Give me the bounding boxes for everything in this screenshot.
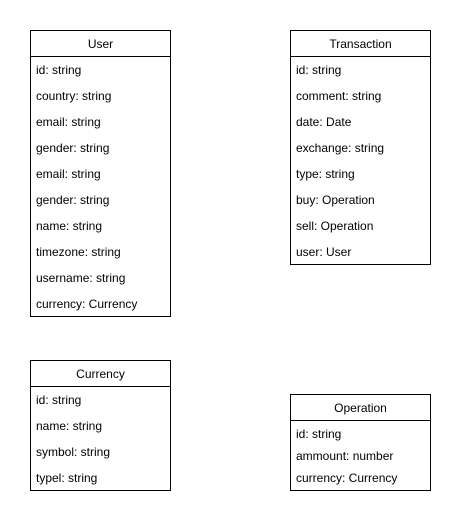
entity-user[interactable]: User id: string country: string email: s… xyxy=(30,30,171,317)
entity-field[interactable]: type: string xyxy=(296,167,355,181)
entity-field[interactable]: id: string xyxy=(296,427,342,441)
entity-field[interactable]: date: Date xyxy=(296,115,352,129)
entity-fields: id: string ammount: number currency: Cur… xyxy=(291,421,430,489)
entity-field[interactable]: id: string xyxy=(36,393,82,407)
entity-title: Currency xyxy=(31,361,170,387)
entity-field[interactable]: comment: string xyxy=(296,89,382,103)
entity-transaction[interactable]: Transaction id: string comment: string d… xyxy=(290,30,431,265)
entity-currency[interactable]: Currency id: string name: string symbol:… xyxy=(30,360,171,491)
entity-field[interactable]: exchange: string xyxy=(296,141,385,155)
entity-field[interactable]: name: string xyxy=(36,419,103,433)
entity-field[interactable]: buy: Operation xyxy=(296,193,375,207)
entity-field[interactable]: country: string xyxy=(36,89,112,103)
entity-field[interactable]: user: User xyxy=(296,245,352,259)
entity-field[interactable]: email: string xyxy=(36,167,101,181)
entity-field[interactable]: sell: Operation xyxy=(296,219,374,233)
entity-field[interactable]: gender: string xyxy=(36,141,110,155)
entity-field[interactable]: gender: string xyxy=(36,193,110,207)
entity-fields: id: string country: string email: string… xyxy=(31,57,170,317)
entity-operation[interactable]: Operation id: string ammount: number cur… xyxy=(290,394,431,491)
entity-field[interactable]: ammount: number xyxy=(296,449,394,463)
entity-field[interactable]: username: string xyxy=(36,271,126,285)
entity-title: User xyxy=(31,31,170,57)
entity-title: Operation xyxy=(291,395,430,421)
entity-field[interactable]: typel: string xyxy=(36,471,98,485)
entity-field[interactable]: name: string xyxy=(36,219,103,233)
entity-field[interactable]: timezone: string xyxy=(36,245,121,259)
entity-fields: id: string comment: string date: Date ex… xyxy=(291,57,430,265)
entity-field[interactable]: email: string xyxy=(36,115,101,129)
entity-field[interactable]: currency: Currency xyxy=(36,297,138,311)
entity-field[interactable]: id: string xyxy=(296,63,342,77)
entity-field[interactable]: currency: Currency xyxy=(296,471,398,485)
entity-field[interactable]: id: string xyxy=(36,63,82,77)
entity-fields: id: string name: string symbol: string t… xyxy=(31,387,170,491)
entity-field[interactable]: symbol: string xyxy=(36,445,111,459)
entity-title: Transaction xyxy=(291,31,430,57)
